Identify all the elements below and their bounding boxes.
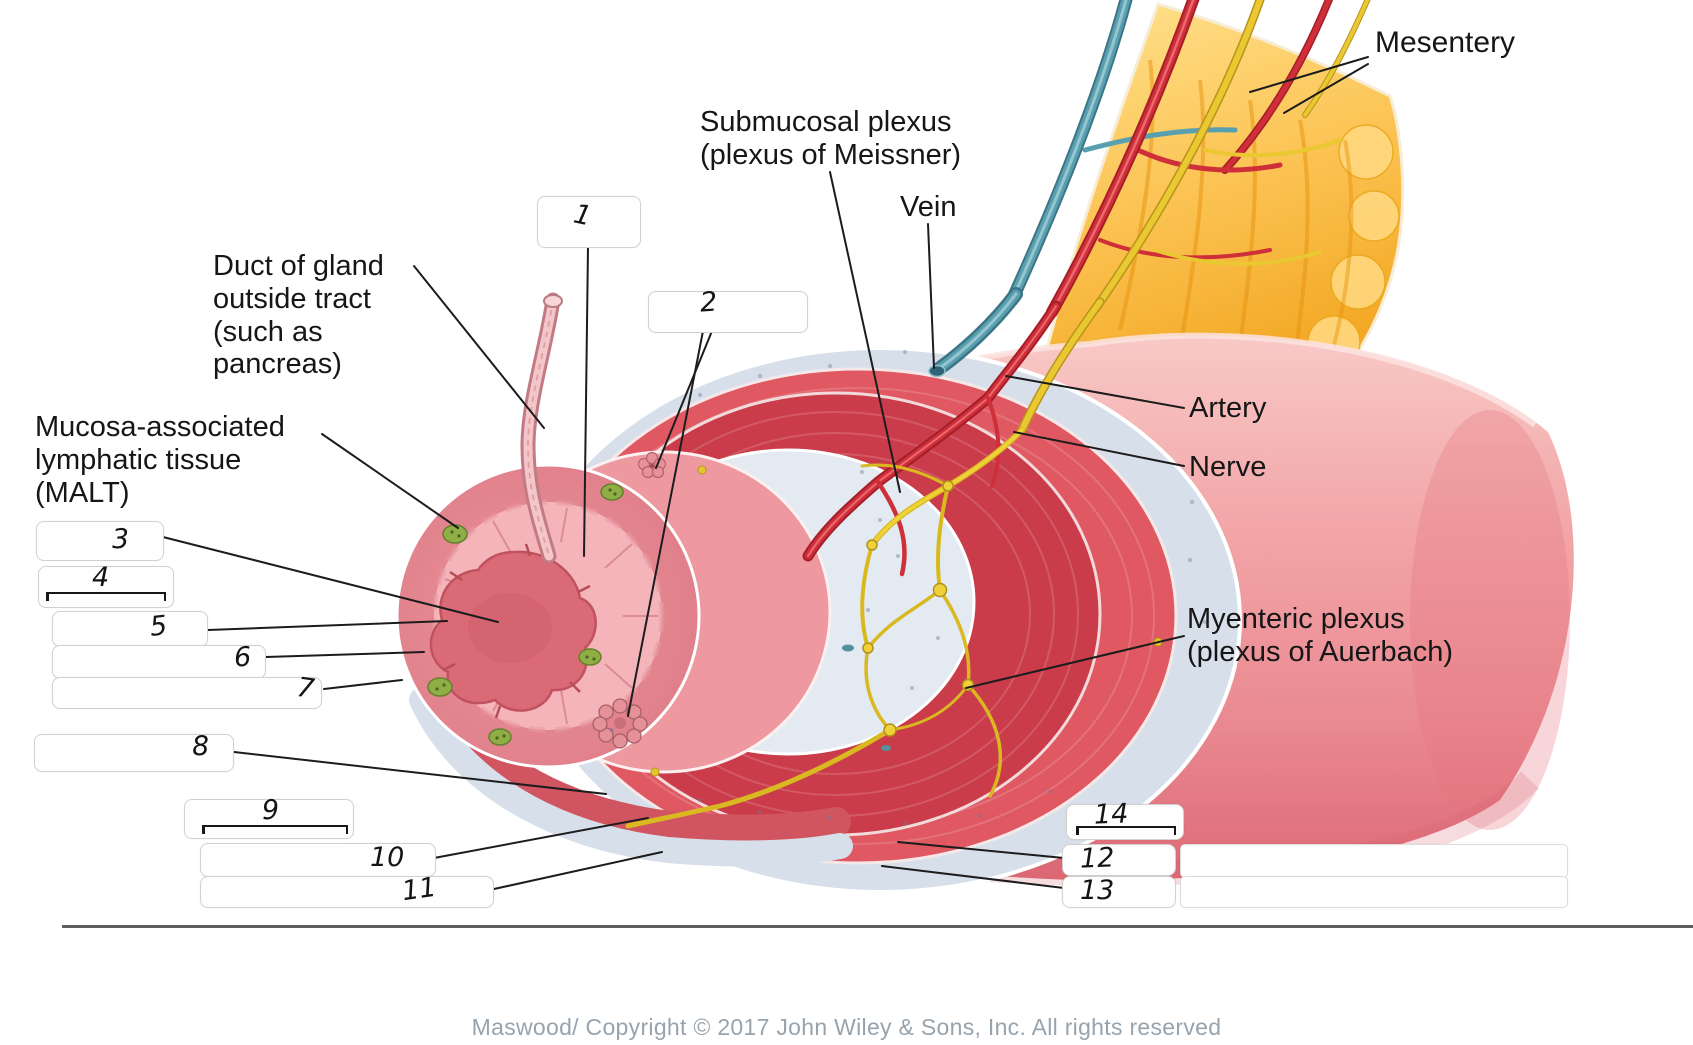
leader-blank-10 [433, 817, 649, 859]
answer-blank-6 [52, 645, 266, 679]
answer-blank-5 [52, 611, 208, 647]
answer-strip-13 [1180, 876, 1568, 908]
answer-blank-11 [200, 876, 494, 908]
nerve-plexuses [625, 427, 1025, 829]
blank-number-14: 14 [1093, 798, 1129, 831]
hand-bracket-9 [202, 825, 348, 835]
answer-blank-4 [38, 566, 174, 608]
answer-blank-14 [1066, 804, 1184, 840]
blank-number-13: 13 [1080, 875, 1115, 906]
answer-blank-12 [1062, 844, 1176, 876]
wall-vessels [802, 287, 1105, 577]
label-myenteric-plexus: Myenteric plexus (plexus of Auerbach) [1187, 603, 1453, 668]
blank-number-5: 5 [148, 610, 169, 643]
mucosal-glands [592, 451, 667, 749]
label-artery: Artery [1189, 392, 1267, 424]
leader-myenteric [965, 635, 1185, 689]
leader-blank-8 [233, 751, 607, 795]
answer-blank-1 [537, 196, 641, 248]
blank-number-4: 4 [92, 562, 110, 593]
label-mesentery: Mesentery [1375, 26, 1516, 59]
leader-blank-2b [627, 330, 704, 717]
blank-number-11: 11 [400, 871, 439, 908]
blank-number-8: 8 [191, 730, 210, 763]
hand-bracket-14 [1076, 826, 1176, 836]
leader-blank-2a [655, 330, 713, 469]
answer-blank-3 [36, 521, 164, 561]
leader-submucosal-plexus [829, 171, 901, 493]
blank-number-10: 10 [370, 842, 405, 873]
leader-blank-7 [323, 679, 403, 690]
leader-blank-12 [897, 841, 1065, 859]
blank-number-6: 6 [233, 641, 252, 674]
leader-blank-3 [162, 536, 499, 623]
leader-artery [1005, 375, 1185, 409]
leader-vein [927, 223, 935, 369]
leader-mesentery-1 [1249, 56, 1369, 93]
vein-cut-end [928, 364, 946, 378]
leader-blank-13 [881, 865, 1065, 889]
blank-number-12: 12 [1079, 842, 1115, 875]
leader-duct [413, 265, 545, 429]
malt-nodules [427, 483, 624, 746]
leader-blank-1 [583, 246, 589, 557]
mesentery-vessels [1005, 0, 1371, 318]
answer-blank-2 [648, 291, 808, 333]
label-submucosal-plexus: Submucosal plexus (plexus of Meissner) [700, 106, 962, 171]
hand-bracket-4 [46, 592, 166, 602]
blank-number-9: 9 [261, 794, 280, 827]
answer-blank-7 [52, 677, 322, 709]
answer-blank-9 [184, 799, 354, 839]
label-vein: Vein [900, 191, 957, 223]
answer-blank-8 [34, 734, 234, 772]
label-malt: Mucosa-associated lymphatic tissue (MALT… [35, 411, 285, 509]
mucosa-face [395, 463, 701, 769]
copyright-caption: Maswood/ Copyright © 2017 John Wiley & S… [471, 1014, 1222, 1040]
label-nerve: Nerve [1189, 451, 1267, 483]
leader-malt [321, 433, 459, 529]
leader-blank-6 [265, 651, 425, 658]
blank-number-3: 3 [111, 523, 130, 556]
leader-blank-11 [493, 851, 663, 890]
answer-strip-12 [1180, 844, 1568, 878]
leader-blank-5 [207, 620, 448, 631]
leader-nerve [1013, 431, 1185, 467]
gland-duct [520, 292, 563, 564]
footer-rule [62, 925, 1693, 928]
leader-mesentery-2 [1283, 63, 1369, 114]
label-duct-of-gland: Duct of gland outside tract (such as pan… [213, 250, 384, 381]
answer-blank-13 [1062, 876, 1176, 908]
leader-lines [162, 56, 1369, 890]
blank-number-2: 2 [698, 286, 719, 319]
